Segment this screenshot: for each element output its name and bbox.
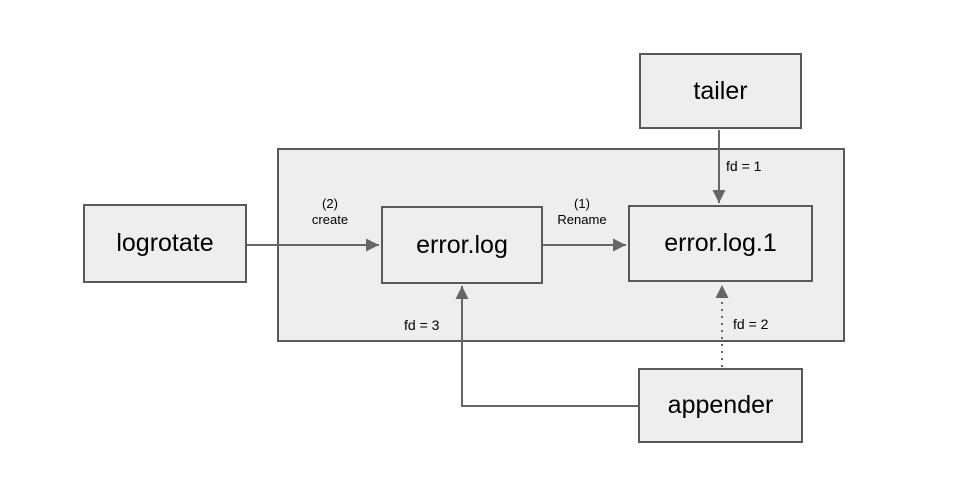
edge-label-create-action: create [311,212,349,228]
edge-label-rename-step: (1) [574,196,590,211]
node-tailer-label: tailer [693,76,748,105]
node-error-log-label: error.log [416,230,508,259]
node-logrotate-label: logrotate [116,229,214,257]
edge-label-fd3: fd = 3 [404,317,440,333]
node-error-log-1-label: error.log.1 [664,229,777,257]
node-appender-label: appender [667,391,774,419]
node-appender: appender [638,368,803,443]
edge-label-create: (2) create [285,196,375,229]
node-logrotate: logrotate [83,204,247,283]
node-tailer: tailer [639,53,802,129]
node-error-log-1: error.log.1 [628,205,813,282]
edge-label-rename: (1) Rename [537,196,627,229]
edge-label-fd2: fd = 2 [733,316,769,332]
edge-label-create-step: (2) [322,196,338,211]
node-error-log: error.log [381,206,543,284]
edge-label-rename-action: Rename [557,212,607,228]
edge-label-fd1: fd = 1 [726,158,762,174]
